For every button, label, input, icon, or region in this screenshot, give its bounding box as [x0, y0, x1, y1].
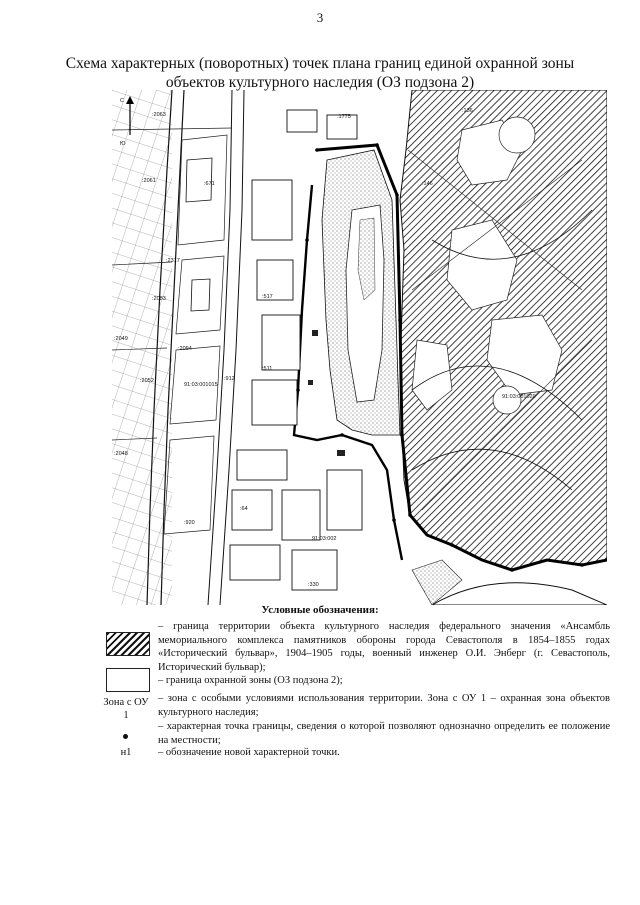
legend-item-new-point: н1 – обозначение новой характерной точки… — [100, 746, 620, 762]
map-label: :912 — [224, 376, 235, 382]
legend-title: Условные обозначения: — [261, 604, 379, 616]
compass-icon: С Ю — [120, 96, 134, 147]
legend-text: – граница территории объекта культурного… — [158, 621, 610, 673]
map-label: :2094 — [178, 346, 192, 352]
map-svg: С Ю :2063 :2061 :2317 :2083 :2049 :2052 … — [112, 90, 607, 605]
map-label: 91:03:002 — [312, 536, 336, 542]
map-label: :2052 — [140, 378, 154, 384]
legend-text: – граница охранной зоны (ОЗ подзона 2); — [158, 675, 343, 686]
hatch-swatch — [106, 632, 150, 656]
page-title: Схема характерных (поворотных) точек пла… — [60, 54, 580, 92]
map-label: :64 — [240, 506, 248, 512]
map-label: :2048 — [114, 451, 128, 457]
legend-text: – зона с особыми условиями использования… — [158, 693, 610, 718]
map-label: :1775 — [337, 114, 351, 120]
title-line-1: Схема характерных (поворотных) точек пла… — [65, 55, 575, 72]
map-label: :2049 — [114, 336, 128, 342]
page-number: 3 — [316, 10, 324, 25]
map-label: 91:03:001015 — [184, 382, 218, 388]
legend-item-boundary-point: – характерная точка границы, сведения о … — [100, 720, 620, 748]
map-label: :2317 — [166, 258, 180, 264]
map-label: :2061 — [142, 178, 156, 184]
map-label: :920 — [184, 520, 195, 526]
map-label: :511 — [262, 366, 272, 372]
map-label: :671 — [204, 181, 215, 187]
map-label: :330 — [308, 582, 319, 588]
compass-north-label: С — [120, 98, 124, 104]
blank-swatch — [106, 668, 150, 692]
compass-south-label: Ю — [120, 141, 126, 147]
legend-item-heritage: – граница территории объекта культурного… — [100, 620, 620, 673]
zone-symbol-label: Зона с ОУ 1 — [103, 697, 149, 721]
legend-text: – характерная точка границы, сведения о … — [158, 721, 610, 746]
map-label: 91:03:001020 — [502, 394, 536, 400]
map-label: :146 — [422, 181, 433, 187]
boundary-map: С Ю :2063 :2061 :2317 :2083 :2049 :2052 … — [112, 90, 607, 605]
legend-item-special-zone: Зона с ОУ 1 – зона с особыми условиями и… — [100, 692, 620, 721]
map-label: :517 — [262, 294, 273, 300]
legend-item-protected-zone: – граница охранной зоны (ОЗ подзона 2); — [100, 668, 620, 694]
new-point-symbol: н1 — [120, 747, 132, 758]
map-label: :2083 — [152, 296, 166, 302]
map-label: :2063 — [152, 112, 166, 118]
point-marker-icon — [123, 734, 128, 739]
title-line-2: объектов культурного наследия (ОЗ подзон… — [165, 74, 475, 91]
map-label: :136 — [462, 108, 473, 114]
legend-text: – обозначение новой характерной точки. — [158, 747, 340, 758]
